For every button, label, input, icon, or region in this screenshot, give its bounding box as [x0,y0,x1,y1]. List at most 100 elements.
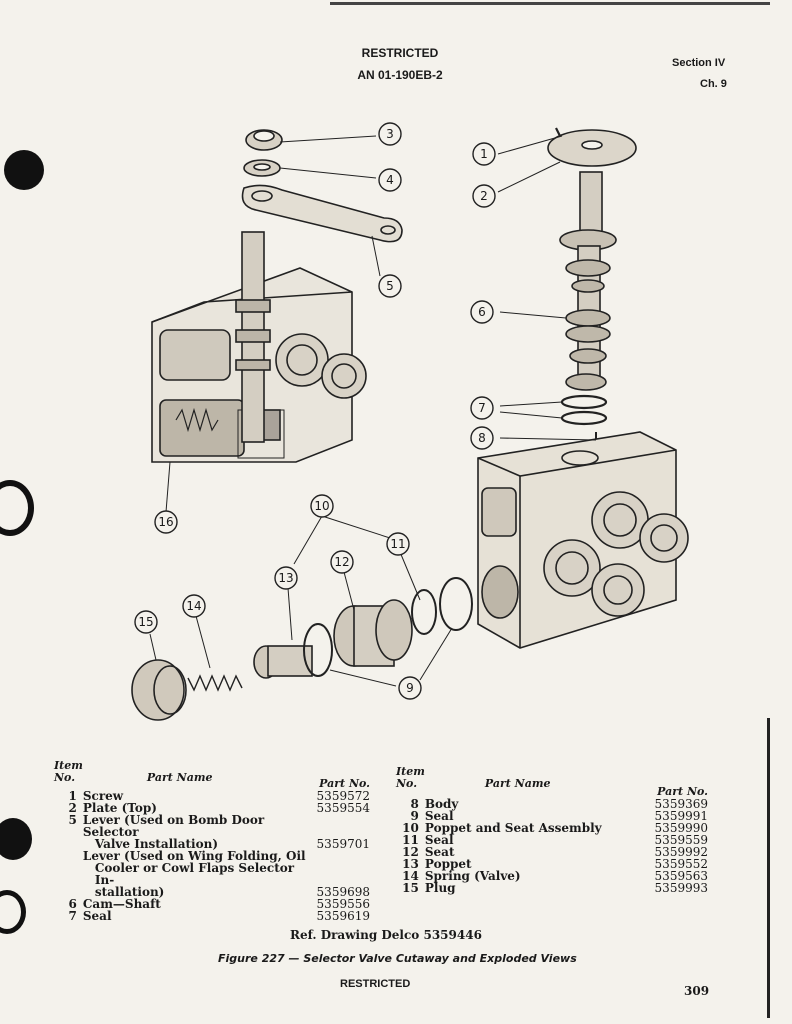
part-name: Body [424,797,459,811]
callout-circle-10 [310,494,334,518]
table-row: stallation) 5359698 [54,886,370,898]
callout-circle-6 [470,300,494,324]
callout-label-2: 2 [480,189,488,203]
callout-label-16: 16 [158,515,173,529]
item-number: 5 [68,813,77,827]
page-top-edge [330,2,770,5]
part-name: Screw [82,789,124,803]
callout-circle-7 [470,396,494,420]
part-name: Cam—Shaft [82,897,161,911]
part-number: 5359701 [316,837,370,851]
callout-label-10: 10 [314,499,329,513]
reference-drawing: Ref. Drawing Delco 5359446 [290,928,482,942]
callout-circle-14 [182,594,206,618]
footer-classification: RESTRICTED [340,978,411,990]
header-classification: RESTRICTED [361,46,439,60]
table-row: 11 Seal 5359559 [396,834,708,846]
part-number: 5359992 [654,845,708,859]
callout-circle-16 [154,510,178,534]
item-number: 7 [68,909,77,923]
valve-body [477,431,689,649]
table-row: 6 Cam—Shaft 5359556 [54,898,370,910]
partno-header: Part No. [657,785,708,798]
item-number: 14 [402,869,419,883]
part-name: Seat [424,845,455,859]
name-header: Part Name [484,777,551,790]
part-name: Poppet and Seat Assembly [424,821,602,835]
part-number: 5359698 [316,885,370,899]
part-name: stallation) [94,885,165,899]
callout-circle-11 [386,532,410,556]
part-number: 5359559 [654,833,708,847]
name-header: Part Name [146,771,213,784]
table-row: 12 Seat 5359992 [396,846,708,858]
part-name: Seal [82,909,112,923]
no-header: No. [396,777,418,790]
part-number: 5359554 [316,801,370,815]
part-name: Plate (Top) [82,801,157,815]
part-number: 5359993 [654,881,708,895]
part-name: Seal [424,809,454,823]
item-number: 8 [410,797,419,811]
item-number: 6 [68,897,77,911]
callout-circle-1 [472,142,496,166]
item-header: Item [396,765,425,778]
poppet-assembly [131,577,473,721]
item-number [54,850,83,862]
callout-label-9: 9 [406,681,414,695]
partno-header: Part No. [319,777,370,790]
figure-caption: Figure 227 — Selector Valve Cutaway and … [218,952,577,965]
callout-circle-12 [330,550,354,574]
item-number: 12 [402,845,419,859]
leader-lines [149,135,597,687]
part-number: 5359990 [654,821,708,835]
callout-circle-9 [398,676,422,700]
header-doc-number: AN 01-190EB-2 [357,68,443,82]
item-number: 13 [402,857,419,871]
binder-hole-lower [0,818,32,860]
callout-label-12: 12 [334,555,349,569]
callout-label-7: 7 [478,401,486,415]
table-row: Lever (Used on Wing Folding, Oil [54,850,370,862]
callout-circle-13 [274,566,298,590]
no-header: No. [54,771,76,784]
part-number: 5359991 [654,809,708,823]
callout-circle-15 [134,610,158,634]
callout-circle-2 [472,184,496,208]
table-row: 9 Seal 5359991 [396,810,708,822]
parts-table-right: Item No. Part Name Part No. 8 Body 5359369… [396,765,708,895]
header-section: Section IV [672,57,726,69]
part-name: Lever (Used on Bomb Door Selector [82,813,265,839]
item-number [54,862,83,886]
item-number: 11 [402,833,419,847]
item-number [54,838,83,850]
part-number [317,850,370,862]
item-number: 2 [68,801,77,815]
callout-label-4: 4 [386,173,394,187]
part-number [317,862,370,886]
callout-circle-8 [470,426,494,450]
callout-label-3: 3 [386,127,394,141]
binder-hole-top [4,150,44,190]
part-number: 5359556 [316,897,370,911]
table-row: Valve Installation)5359701 [54,838,370,850]
stem-assembly [547,127,637,446]
part-number: 5359369 [654,797,708,811]
part-number: 5359572 [316,789,370,803]
callout-label-14: 14 [186,599,201,613]
callout-label-8: 8 [478,431,486,445]
callout-circle-5 [378,274,402,298]
callout-label-5: 5 [386,279,394,293]
item-number: 9 [410,809,419,823]
part-number: 5359563 [654,869,708,883]
part-name: Seal [424,833,454,847]
callout-label-15: 15 [138,615,153,629]
callout-label-13: 13 [278,571,293,585]
